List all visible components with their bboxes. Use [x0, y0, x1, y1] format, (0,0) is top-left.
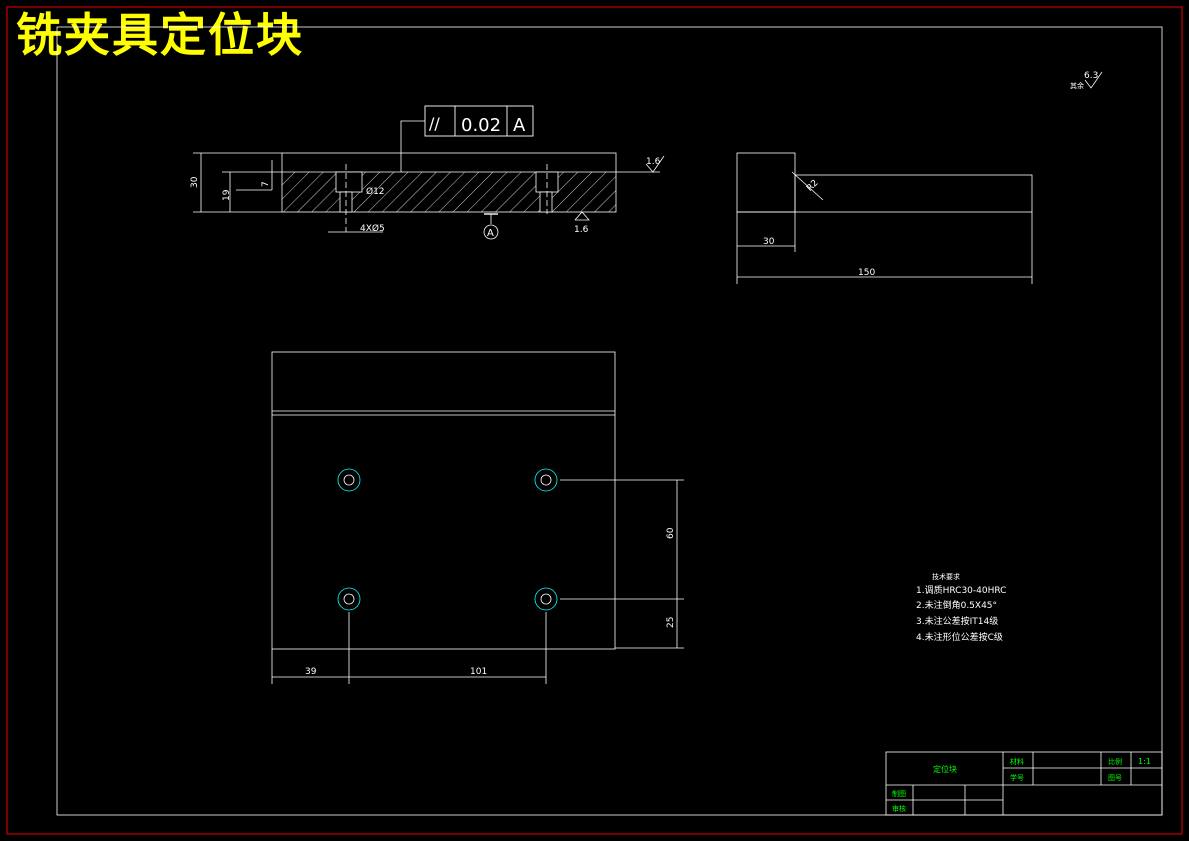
tech-requirements: 技术要求 1.调质HRC30-40HRC 2.未注倒角0.5X45° 3.未注公…	[916, 572, 1006, 643]
dim-side-total: 150	[858, 268, 875, 278]
surface-mark-general: 其余 6.3	[1070, 71, 1103, 90]
tech-item-1: 1.调质HRC30-40HRC	[916, 584, 1006, 596]
surface-mark-general-label: 其余	[1070, 81, 1084, 90]
tech-heading: 技术要求	[932, 572, 960, 581]
dim-height-lower: 19	[222, 189, 232, 201]
tb-student-label: 学号	[1010, 773, 1024, 782]
front-view-body-hatch	[282, 172, 616, 212]
tb-part-name: 定位块	[933, 764, 957, 774]
tech-item-2: 2.未注倒角0.5X45°	[916, 599, 997, 611]
side-view-block	[736, 152, 796, 213]
front-view-outline	[281, 152, 617, 213]
outer-frame	[6, 6, 1183, 835]
front-surface-mark-1: 1.6	[646, 157, 661, 167]
hole-bottom-left	[337, 587, 361, 611]
tb-material-label: 材料	[1010, 757, 1024, 766]
drawing-title: 铣夹具定位块	[16, 8, 304, 62]
dim-top-bottom: 25	[666, 617, 676, 628]
tb-sheet-label: 图号	[1108, 774, 1122, 782]
dim-thread: 4XØ5	[360, 223, 385, 234]
hole-top-left	[337, 468, 361, 492]
dim-side-left: 30	[763, 237, 775, 247]
front-surface-mark-2: 1.6	[574, 225, 589, 235]
tolerance-datum: A	[513, 115, 526, 136]
side-view-plate	[794, 174, 1033, 213]
dim-height-total: 30	[190, 176, 200, 188]
tolerance-value: 0.02	[461, 115, 501, 136]
tb-check-label: 审核	[892, 804, 906, 813]
tb-drawn-label: 制图	[892, 789, 906, 798]
inner-frame	[56, 26, 1163, 816]
tolerance-symbol: //	[429, 114, 440, 133]
dim-height-upper: 7	[261, 181, 271, 187]
tech-item-3: 3.未注公差按IT14级	[916, 615, 998, 627]
top-view: 60 25 39 101	[271, 351, 684, 684]
datum-label: A	[487, 228, 494, 239]
dim-side-radius: R2	[805, 178, 821, 194]
tb-ratio-value: 1:1	[1138, 757, 1151, 766]
hole-top-right	[534, 468, 558, 492]
surface-mark-general-value: 6.3	[1084, 71, 1098, 81]
tech-item-4: 4.未注形位公差按C级	[916, 631, 1003, 643]
front-view: 30 19 7 Ø12 4XØ5 1.6 1.6 A	[190, 120, 665, 240]
top-view-outline	[271, 351, 616, 650]
title-block: 定位块 材料 学号 比例 1:1 图号 制图 审核	[885, 751, 1163, 816]
hole-bottom-right	[534, 587, 558, 611]
dim-top-pitch-x: 101	[470, 667, 487, 677]
tolerance-frame: // 0.02 A	[424, 105, 534, 137]
dim-top-pitch-y: 60	[666, 527, 676, 539]
tb-ratio-label: 比例	[1108, 757, 1122, 766]
side-view: 30 150 R2	[736, 152, 1033, 284]
dim-top-left: 39	[305, 667, 317, 677]
dim-hole: Ø12	[366, 186, 385, 197]
